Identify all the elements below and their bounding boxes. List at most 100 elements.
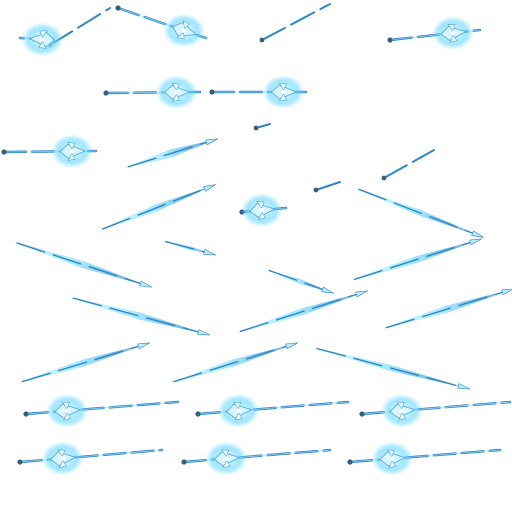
streak-frame-d8 (8, 342, 150, 386)
spear-butt (17, 459, 23, 465)
ice-crystal-spike (39, 30, 48, 39)
streak-frame-r4-1 (90, 184, 216, 234)
ice-crystal-spike (57, 449, 66, 458)
streak-shaft (353, 239, 479, 281)
ice-crystal-spike (61, 401, 70, 410)
ice-crystal (50, 449, 77, 469)
ice-crystal-core (236, 408, 241, 413)
spear-butt (195, 411, 201, 417)
spear-fragment-r1-b (259, 3, 331, 43)
streak-frame-r3-1 (118, 138, 218, 170)
streak-tip (471, 230, 484, 238)
ice-crystal-core (281, 89, 286, 95)
streak-body (372, 288, 512, 332)
streak-tip (197, 329, 210, 336)
streak-frame-r4-2 (345, 184, 484, 238)
spear-butt (1, 149, 7, 155)
ice-spear-frame-r1-1 (18, 22, 64, 57)
spear-fragment-r3-a (253, 123, 271, 131)
spear-butt (253, 125, 259, 131)
ice-crystal-spike (67, 141, 76, 150)
ice-spear-frame-r4-1 (239, 193, 288, 228)
ice-crystal-spike (234, 412, 243, 421)
streak-shaft (173, 343, 295, 383)
streak-shaft (127, 139, 215, 168)
spear-shaft (383, 149, 435, 179)
spear-layer (1, 5, 512, 476)
ice-crystal-spike (386, 449, 395, 458)
ice-crystal (28, 30, 55, 50)
ice-crystal (440, 24, 467, 43)
spear-butt (347, 459, 353, 465)
streak-shaft (358, 188, 481, 237)
ice-crystal-spike (449, 34, 458, 43)
streak-shaft (72, 297, 207, 335)
ice-spear-frame-b1-2 (195, 393, 350, 428)
ice-crystal-spike (67, 152, 76, 161)
ice-crystal (225, 401, 253, 421)
ice-spear-frame-b2-3 (347, 441, 502, 476)
streak-body (345, 184, 484, 238)
streak-tip (203, 184, 216, 192)
ice-crystal-spike (182, 20, 190, 30)
ice-crystal-core (450, 30, 456, 36)
streak-frame-d3 (262, 268, 334, 294)
streak-frame-d1 (2, 238, 152, 288)
streak-frame-d9 (160, 342, 298, 386)
spear-shaft (255, 123, 271, 129)
ice-crystal-core (64, 408, 70, 413)
streak-tip (501, 288, 512, 296)
ice-crystal-spike (38, 40, 47, 50)
ice-crystal (213, 449, 241, 469)
streak-frame-d10 (300, 344, 471, 390)
streak-tip (139, 280, 152, 288)
ice-spear-frame-b2-2 (181, 441, 332, 476)
ice-crystal (379, 449, 407, 469)
spear-butt (23, 411, 29, 417)
spear-shaft-highlight (19, 449, 163, 463)
streak-tip (205, 138, 218, 146)
streak-body (340, 238, 482, 284)
streak-tip (469, 238, 482, 246)
streak-body (90, 184, 216, 234)
ice-crystal-spike (396, 401, 405, 410)
ice-crystal-spike (278, 93, 287, 102)
ice-spear-frame-r2-2 (209, 75, 308, 109)
spear-butt (115, 5, 121, 11)
ice-crystal-spike (398, 412, 407, 421)
ice-crystal-core (60, 456, 65, 461)
ice-spear-frame-b1-1 (23, 393, 180, 428)
ice-crystal-spike (447, 24, 456, 32)
ice-crystal-spike (258, 211, 266, 220)
streak-body (262, 268, 334, 294)
streak-body (226, 290, 368, 336)
spear-shaft (315, 181, 341, 191)
ice-crystal-spike (222, 459, 231, 469)
spear-fragment-r4-a (313, 181, 341, 193)
spear-fragment-r3-b (381, 149, 435, 181)
ice-crystal-spike (63, 412, 72, 421)
streak-shaft (21, 343, 147, 383)
ice-crystal-spike (171, 82, 180, 91)
spear-butt (259, 37, 265, 43)
ice-crystal-spike (233, 401, 242, 410)
streak-shaft (101, 185, 213, 230)
ice-spear-frame-r2-1 (103, 75, 202, 110)
streak-tip (321, 286, 334, 294)
ice-crystal-spike (278, 82, 287, 91)
streak-layer (2, 3, 512, 390)
ice-spear-frame-b2-1 (17, 441, 164, 476)
ice-spear-frame-r3-1 (1, 134, 98, 169)
ice-crystal (54, 401, 82, 421)
ice-spear-frame-r1-2 (115, 5, 208, 48)
spear-butt (181, 459, 187, 465)
ice-crystal-spike (388, 459, 397, 469)
streak-tip (203, 249, 216, 256)
ice-crystal (249, 201, 276, 220)
ice-crystal-core (181, 28, 187, 33)
streak-body (160, 240, 216, 256)
ice-crystal (270, 82, 298, 102)
streak-shaft (316, 347, 467, 389)
streak-shaft (16, 242, 149, 287)
